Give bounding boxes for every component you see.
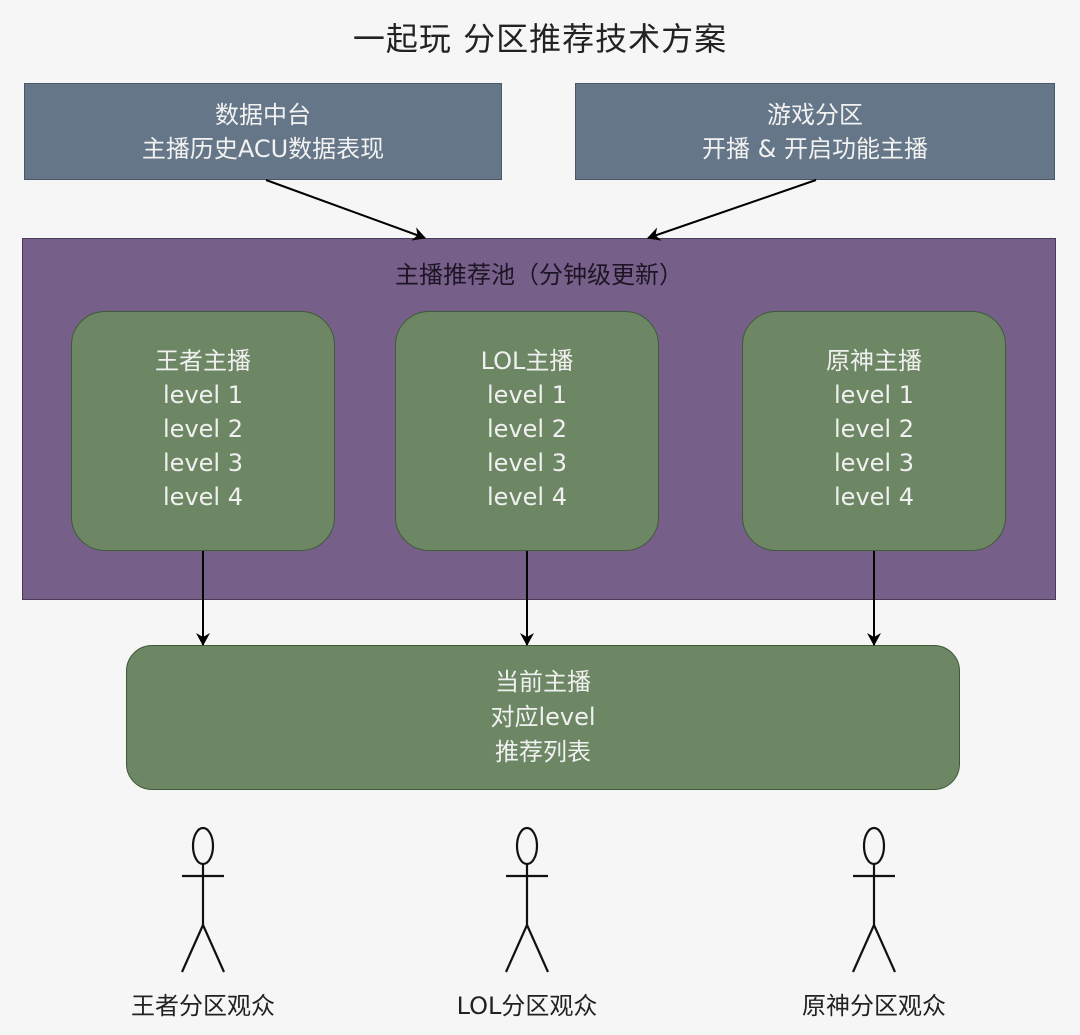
source-data-platform-subtitle: 主播历史ACU数据表现 xyxy=(141,134,385,163)
level-item: level 2 xyxy=(487,415,567,443)
pool-label: 主播推荐池（分钟级更新） xyxy=(395,261,683,289)
audience-lol: LOL分区观众 xyxy=(456,992,598,1020)
group-name: 原神主播 xyxy=(826,347,922,375)
level-item: level 4 xyxy=(834,483,914,511)
actor-icon xyxy=(504,826,550,973)
level-item: level 4 xyxy=(163,483,243,511)
recommend-list-box: 当前主播 对应level 推荐列表 xyxy=(126,645,960,790)
diagram-title: 一起玩 分区推荐技术方案 xyxy=(352,20,728,58)
source-game-zone-title: 游戏分区 xyxy=(767,100,863,129)
level-item: level 2 xyxy=(834,415,914,443)
group-wangzhe: 王者主播 level 1 level 2 level 3 level 4 xyxy=(71,311,335,551)
actor-icon xyxy=(851,826,897,973)
result-line: 推荐列表 xyxy=(495,738,591,766)
group-lol: LOL主播 level 1 level 2 level 3 level 4 xyxy=(395,311,659,551)
group-yuanshen: 原神主播 level 1 level 2 level 3 level 4 xyxy=(742,311,1006,551)
group-name: LOL主播 xyxy=(480,347,574,375)
result-line: 对应level xyxy=(490,703,596,731)
arrow-game-zone-to-pool xyxy=(647,179,817,241)
source-data-platform: 数据中台 主播历史ACU数据表现 xyxy=(24,83,502,180)
level-item: level 4 xyxy=(487,483,567,511)
result-line: 当前主播 xyxy=(495,668,591,696)
source-data-platform-title: 数据中台 xyxy=(215,100,311,129)
level-item: level 1 xyxy=(163,381,243,409)
level-item: level 3 xyxy=(487,449,567,477)
level-item: level 3 xyxy=(834,449,914,477)
level-item: level 3 xyxy=(163,449,243,477)
actor-icon xyxy=(180,826,226,973)
group-name: 王者主播 xyxy=(155,347,251,375)
audience-yuanshen: 原神分区观众 xyxy=(802,992,946,1020)
source-game-zone: 游戏分区 开播 & 开启功能主播 xyxy=(575,83,1055,180)
source-game-zone-subtitle: 开播 & 开启功能主播 xyxy=(702,134,928,163)
audience-wangzhe: 王者分区观众 xyxy=(131,992,275,1020)
arrow-data-platform-to-pool xyxy=(265,179,426,241)
level-item: level 1 xyxy=(487,381,567,409)
level-item: level 1 xyxy=(834,381,914,409)
level-item: level 2 xyxy=(163,415,243,443)
